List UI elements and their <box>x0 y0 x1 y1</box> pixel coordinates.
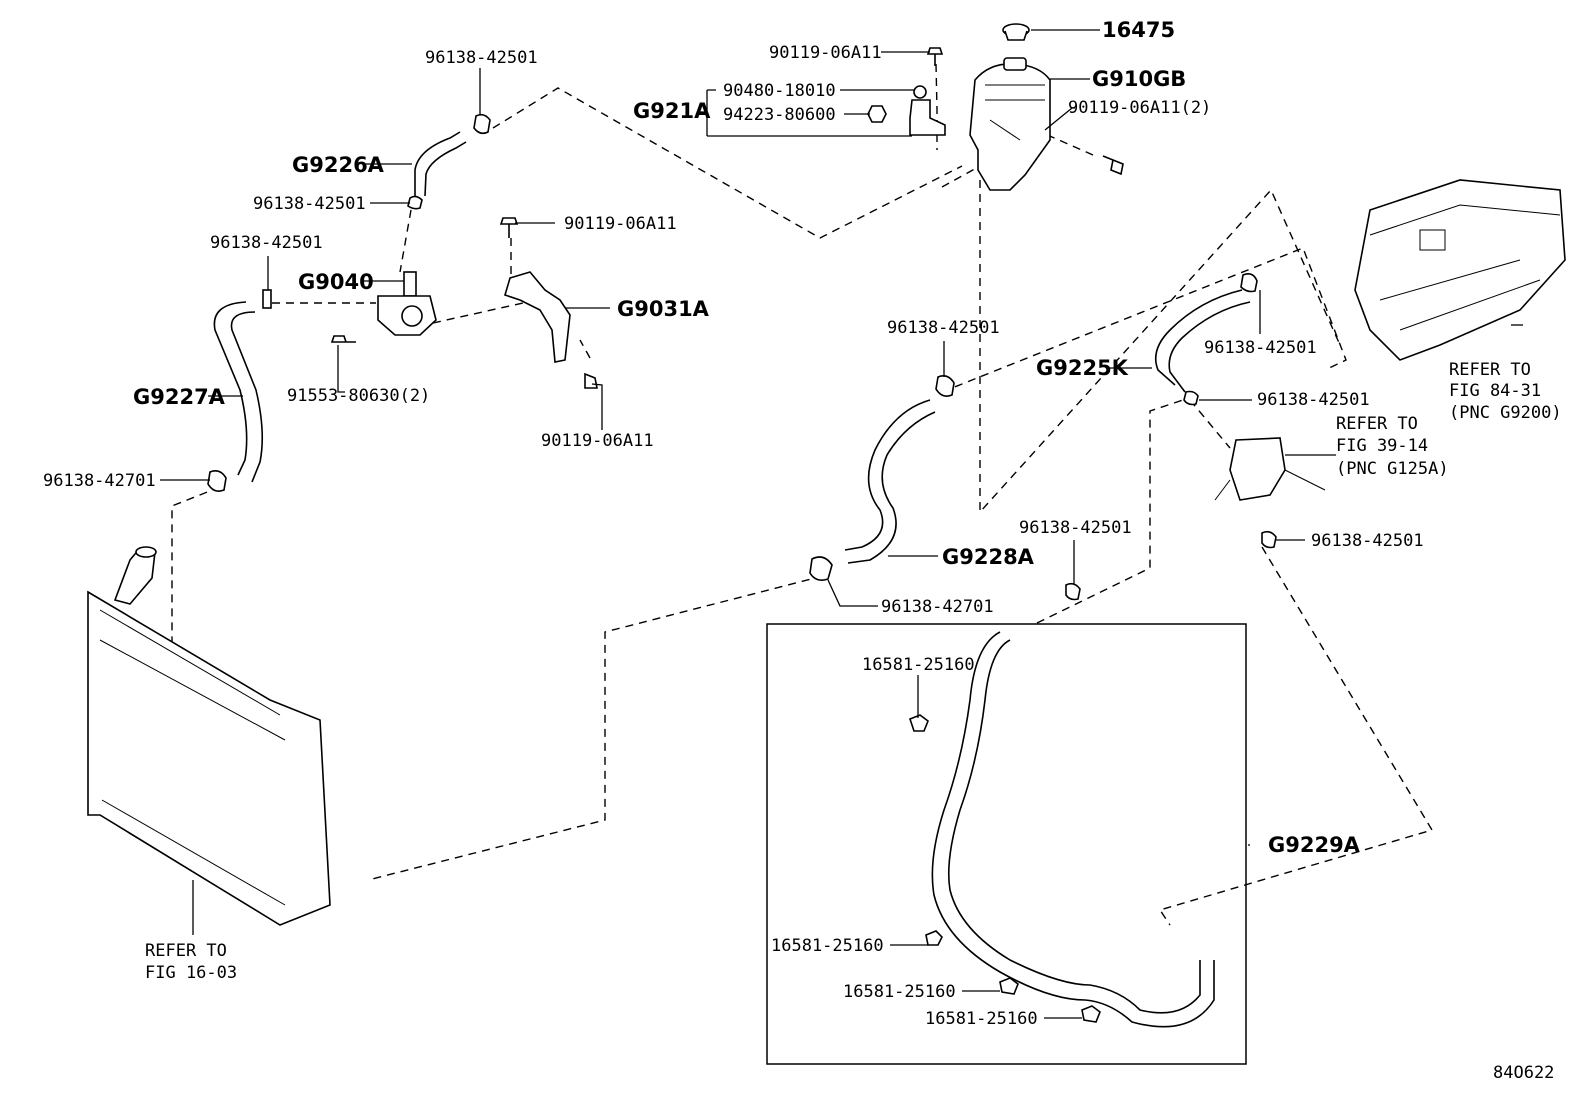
label-g9227a[interactable]: G9227A <box>133 385 226 409</box>
label-bolt-90119-low[interactable]: 90119-06A11 <box>541 431 654 451</box>
water-pump-icon <box>377 271 437 336</box>
label-clamp-96138-a2[interactable]: 96138-42501 <box>253 194 366 214</box>
leader-lines <box>160 29 1523 1019</box>
ref-valve-line1[interactable]: REFER TO <box>1336 414 1418 434</box>
label-g9226a[interactable]: G9226A <box>292 153 385 177</box>
label-clip-16581-1[interactable]: 16581-25160 <box>862 655 975 675</box>
hose-icons <box>213 131 1251 1028</box>
ref-inverter-line1[interactable]: REFER TO <box>1449 360 1531 380</box>
label-bolt-90119-mid[interactable]: 90119-06A11 <box>564 214 677 234</box>
label-g9228a[interactable]: G9228A <box>942 545 1035 569</box>
reservoir-bracket-icon <box>909 99 946 136</box>
label-clamp-96138-b2[interactable]: 96138-42501 <box>1204 338 1317 358</box>
ref-inverter-line3[interactable]: (PNC G9200) <box>1449 403 1562 423</box>
label-g910gb[interactable]: G910GB <box>1092 67 1186 91</box>
label-g921a[interactable]: G921A <box>633 99 711 123</box>
inverter-icon <box>1354 179 1566 361</box>
label-clamp-96138-b5[interactable]: 96138-42501 <box>1019 518 1132 538</box>
bolt-icons <box>330 47 1124 389</box>
label-clamp-96138-b4[interactable]: 96138-42501 <box>1311 531 1424 551</box>
hose-assembly-box <box>766 623 1247 1065</box>
ref-valve-line2[interactable]: FIG 39-14 <box>1336 436 1428 456</box>
label-clip-16581-4[interactable]: 16581-25160 <box>925 1009 1038 1029</box>
radiator-icon <box>87 546 331 926</box>
diagram-code: 84O622 <box>1493 1063 1554 1083</box>
reservoir-cap-icon <box>1002 23 1030 41</box>
label-bolt-90119-top[interactable]: 90119-06A11 <box>769 43 882 63</box>
label-g9040[interactable]: G9040 <box>298 270 374 294</box>
ref-radiator-line1[interactable]: REFER TO <box>145 941 227 961</box>
label-94223-80600[interactable]: 94223-80600 <box>723 105 836 125</box>
label-g9225k[interactable]: G9225K <box>1036 356 1129 380</box>
pump-bracket-icon <box>504 271 571 363</box>
ref-inverter-line2[interactable]: FIG 84-31 <box>1449 381 1541 401</box>
label-g9031a[interactable]: G9031A <box>617 297 710 321</box>
label-clamp-96138-b3[interactable]: 96138-42501 <box>1257 390 1370 410</box>
label-16475[interactable]: 16475 <box>1102 18 1175 42</box>
label-clamp-96138-a1[interactable]: 96138-42501 <box>425 48 538 68</box>
part-labels: 16475 G910GB 90119-06A11 90119-06A11(2) … <box>43 18 1554 1083</box>
label-bolt-91553[interactable]: 91553-80630(2) <box>287 386 430 406</box>
label-90480-18010[interactable]: 90480-18010 <box>723 81 836 101</box>
reservoir-tank-icon <box>969 57 1051 191</box>
label-clamp-96138-c1[interactable]: 96138-42701 <box>43 471 156 491</box>
label-bolt-90119-2[interactable]: 90119-06A11(2) <box>1068 98 1211 118</box>
label-g9229a[interactable]: G9229A <box>1268 833 1361 857</box>
reference-notes: REFER TO FIG 16-03 REFER TO FIG 84-31 (P… <box>145 360 1562 983</box>
ref-valve-line3[interactable]: (PNC G125A) <box>1336 459 1449 479</box>
coolant-valve-icon <box>1214 437 1326 501</box>
label-clamp-96138-a3[interactable]: 96138-42501 <box>210 233 323 253</box>
ref-radiator-line2[interactable]: FIG 16-03 <box>145 963 237 983</box>
hose-clamp-icons <box>207 113 1277 1023</box>
label-clip-16581-3[interactable]: 16581-25160 <box>843 982 956 1002</box>
connection-lines <box>117 63 1434 926</box>
label-clip-16581-2[interactable]: 16581-25160 <box>771 936 884 956</box>
label-clamp-96138-b1[interactable]: 96138-42501 <box>887 318 1000 338</box>
label-clamp-96138-c2[interactable]: 96138-42701 <box>881 597 994 617</box>
